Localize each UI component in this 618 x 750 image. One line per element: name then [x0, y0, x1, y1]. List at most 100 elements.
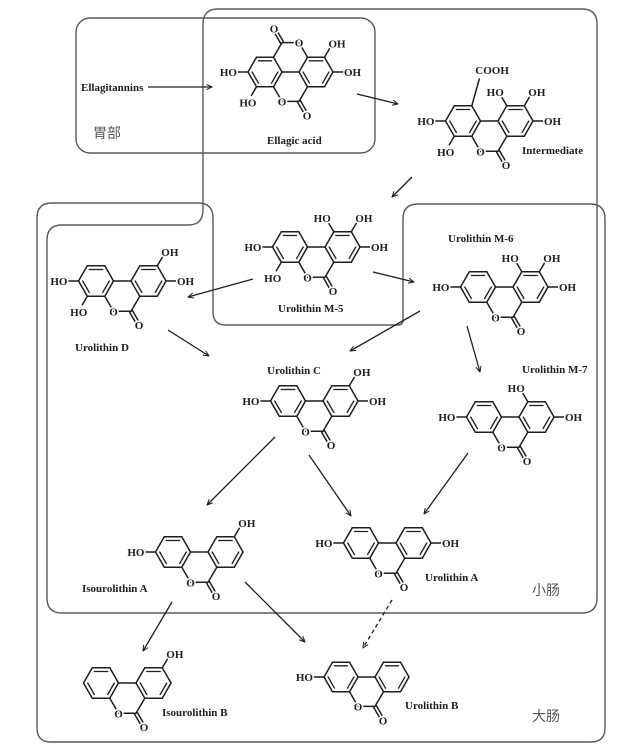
ring-oxygen-label: O: [354, 701, 363, 713]
substituent-label: HO: [487, 87, 505, 99]
ring-a-bond: [77, 280, 89, 297]
aromatic-double-bond: [154, 280, 163, 294]
substituent-label: HO: [315, 538, 333, 550]
ring-a-bond: [465, 416, 477, 433]
arrow-isourolithin-a-to-isourolithin-b: [142, 601, 173, 652]
arrow-intermediate-to-urolithin-m5: [391, 176, 413, 198]
carbonyl-double-bond: [513, 315, 521, 327]
region-boundary-large-intestine: [36, 202, 606, 743]
carbonyl-double-bond: [208, 580, 216, 592]
ring-a-bond: [269, 385, 281, 402]
substituent-label: OH: [166, 649, 184, 661]
lactone-bond: [395, 557, 406, 575]
ring-a-bond: [342, 527, 354, 544]
aromatic-double-bond: [521, 120, 530, 134]
ring-c-bond: [156, 280, 167, 297]
carbonyl-double-bond: [128, 311, 136, 323]
ring-a-bond: [465, 401, 477, 418]
substituent-bond: [501, 96, 508, 107]
lactone-bond: [348, 690, 359, 708]
ring-c-bond: [323, 56, 334, 73]
compound-name-label: Isourolithin B: [162, 707, 228, 719]
ring-a-bond: [348, 661, 359, 678]
bond-skeleton: [82, 658, 172, 725]
substituent-label: HO: [70, 307, 88, 319]
substituent-label: HO: [127, 547, 145, 559]
carbonyl-double-bond: [323, 429, 331, 441]
ring-c-bond: [135, 682, 146, 699]
ring-a-bond: [154, 536, 166, 553]
ring-c-bond: [130, 280, 141, 297]
ring-c-bond: [350, 231, 361, 248]
carbonyl-double-bond: [296, 101, 304, 113]
ring-a-bond: [298, 246, 309, 263]
carbonyl-double-bond: [277, 31, 285, 43]
lactone-bond: [296, 415, 307, 433]
ring-oxygen-label: O: [374, 568, 383, 580]
bond-skeleton: [259, 376, 369, 443]
aromatic-double-bond: [159, 682, 168, 696]
ring-a-bond: [459, 286, 471, 303]
arrow-urolithin-m7-to-urolithin-a: [423, 452, 469, 515]
ring-c-bond: [135, 667, 146, 684]
substituent-label: HO: [264, 273, 282, 285]
lactone-bond: [512, 301, 523, 319]
carbonyl-double-bond: [131, 309, 139, 321]
carbonyl-oxygen-label: O: [135, 320, 144, 332]
substituent-label: OH: [371, 242, 389, 254]
substituent-label: OH: [543, 253, 561, 265]
ring-c-bond: [161, 667, 172, 684]
aromatic-double-bond: [449, 120, 458, 134]
compound-name-label: Ellagic acid: [267, 135, 322, 147]
lactone-bond: [298, 261, 309, 279]
ring-c-bond: [497, 105, 508, 122]
ring-c-bond: [518, 416, 529, 433]
substituent-label: HO: [417, 116, 435, 128]
ring-a-bond: [342, 542, 354, 559]
substituent-label: HO: [508, 383, 526, 395]
arrow-urolithin-m5-to-urolithin-m6: [372, 271, 415, 284]
substituent-bond: [350, 222, 358, 233]
aromatic-double-bond: [134, 280, 143, 294]
compound-name-label: Urolithin B: [405, 700, 459, 712]
lactone-bond: [272, 85, 283, 103]
ring-a-bond: [486, 271, 497, 288]
aromatic-double-bond: [378, 676, 387, 689]
ring-c-bond: [207, 551, 218, 568]
carbonyl-double-bond: [375, 704, 383, 716]
ring-a-bond: [272, 56, 283, 73]
aromatic-double-bond: [470, 416, 479, 430]
ring-c-bond: [298, 56, 309, 73]
aromatic-double-bond: [483, 286, 492, 300]
aromatic-double-bond: [139, 682, 148, 696]
aromatic-double-bond: [542, 416, 551, 430]
substituent-bond: [328, 222, 335, 233]
ring-a-bond: [323, 676, 334, 693]
ring-c-bond: [233, 536, 244, 553]
ring-a-bond: [348, 676, 359, 693]
carbonyl-oxygen-label: O: [270, 24, 279, 36]
ring-c-bond: [395, 527, 406, 544]
lactone-bond: [104, 295, 115, 313]
ring-a-bond: [271, 231, 283, 248]
ring-c-bond: [512, 286, 523, 303]
substituent-label: OH: [559, 282, 577, 294]
carbonyl-double-bond: [393, 573, 401, 585]
aromatic-double-bond: [489, 416, 498, 430]
carbonyl-double-bond: [133, 713, 141, 725]
arrow-urolithin-m6-to-urolithin-c: [349, 310, 421, 352]
ring-c-bond: [374, 676, 385, 693]
aromatic-double-bond: [107, 682, 115, 696]
ring-oxygen-label: O: [295, 38, 304, 50]
substituent-label: COOH: [475, 65, 509, 77]
aromatic-double-bond: [366, 542, 375, 556]
compound-name-label: Intermediate: [522, 145, 583, 157]
lactone-bond: [324, 261, 335, 279]
region-boundaries: [36, 8, 606, 743]
ring-c-bond: [350, 246, 361, 263]
